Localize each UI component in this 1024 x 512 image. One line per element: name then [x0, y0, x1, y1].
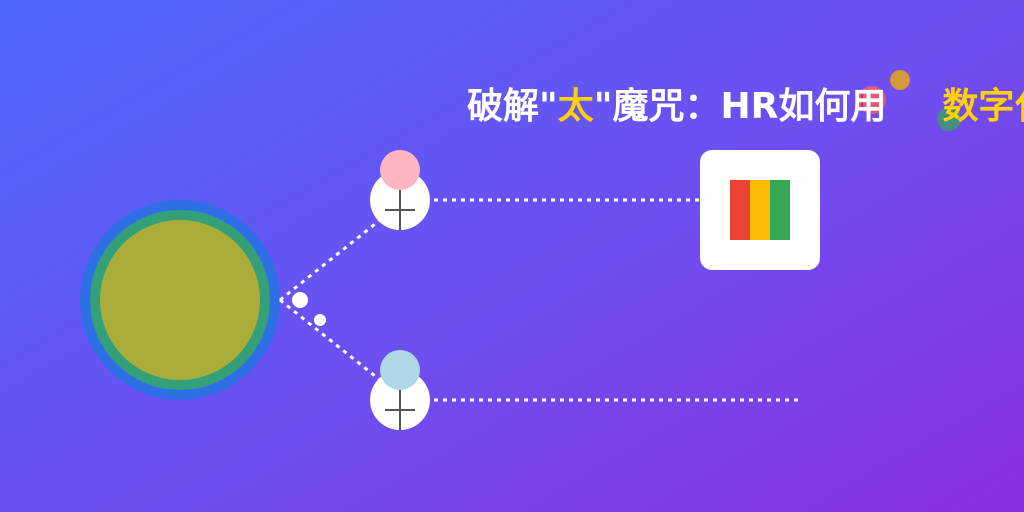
person-icon-2	[370, 350, 430, 430]
title-highlight: 太	[557, 86, 594, 127]
title-text-2: "魔咒：HR如何用	[593, 86, 887, 127]
title-text: 破解"	[467, 86, 558, 127]
person-decoration-icon	[937, 107, 961, 131]
dot	[314, 314, 326, 326]
dot	[292, 292, 308, 308]
title-highlight-2: 数字化	[942, 86, 1024, 127]
connector-line-2	[279, 298, 381, 382]
connector-line-1	[279, 218, 381, 302]
bar-chart-icon	[700, 150, 820, 270]
dot-decoration	[890, 70, 910, 90]
person-icon-1	[370, 150, 430, 230]
page-title: 破解"太"魔咒：HR如何用 数字化	[467, 84, 1024, 130]
center-node	[100, 220, 260, 380]
calendar-icon	[858, 86, 886, 114]
